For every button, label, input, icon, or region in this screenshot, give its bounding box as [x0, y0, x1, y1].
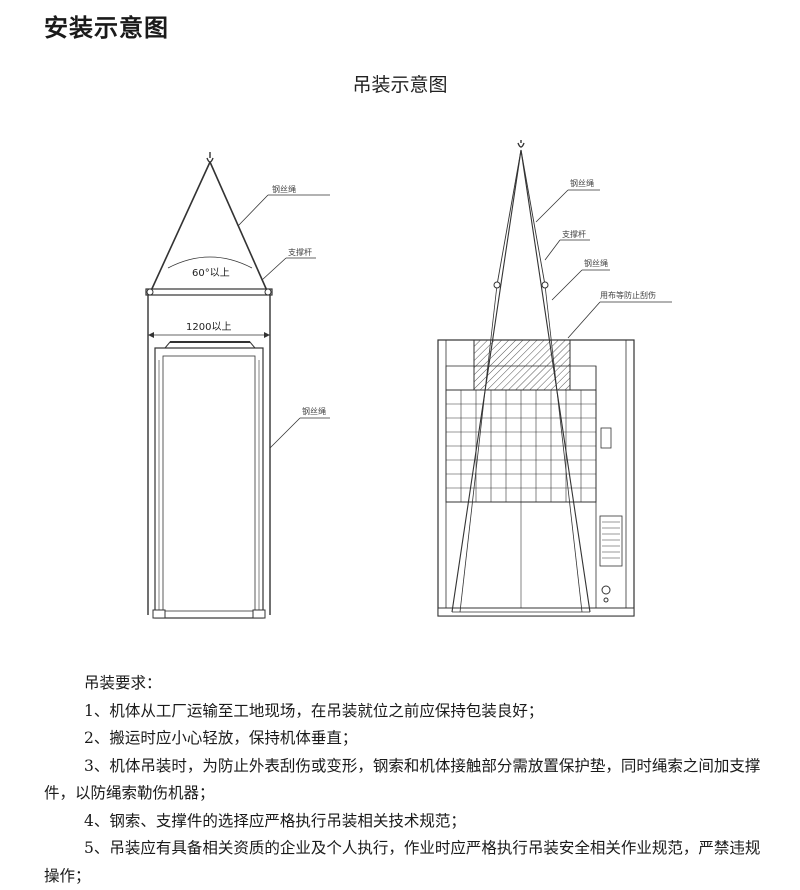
- requirement-item: 5、吊装应有具备相关资质的企业及个人执行，作业时应严格执行吊装安全相关作业规范，…: [44, 839, 761, 885]
- side-view-diagram: [145, 152, 330, 619]
- requirement-item: 3、机体吊装时，为防止外表刮伤或变形，钢索和机体接触部分需放置保护垫，同时绳索之…: [44, 756, 761, 803]
- figure-title: 吊装示意图: [352, 74, 448, 96]
- front-view-diagram: [437, 140, 672, 617]
- requirements-section: 吊装要求： 1、机体从工厂运输至工地现场，在吊装就位之前应保持包装良好； 2、搬…: [44, 670, 764, 890]
- requirement-item: 4、钢索、支撑件的选择应严格执行吊装相关技术规范；: [84, 811, 466, 830]
- requirements-heading: 吊装要求：: [84, 674, 162, 692]
- label-wire-rope-top-right: 钢丝绳: [570, 178, 594, 188]
- label-width-dimension: 1200以上: [186, 321, 231, 333]
- label-angle: 60°以上: [192, 267, 230, 279]
- requirement-item: 2、搬运时应小心轻放，保持机体垂直；: [84, 729, 358, 747]
- label-protective-cloth: 用布等防止刮伤: [600, 290, 656, 300]
- label-support-bar-right: 支撑杆: [562, 229, 586, 239]
- page-title: 安装示意图: [44, 14, 169, 42]
- label-support-bar-left: 支撑杆: [288, 247, 312, 257]
- label-wire-rope-mid-right: 钢丝绳: [584, 258, 608, 268]
- label-wire-rope-bottom-left: 钢丝绳: [302, 406, 326, 416]
- crane-hook-icon: [206, 152, 214, 163]
- requirement-item: 1、机体从工厂运输至工地现场，在吊装就位之前应保持包装良好；: [84, 701, 544, 720]
- lifting-diagram: 钢丝绳 支撑杆 60°以上 1200以上 钢丝绳: [145, 140, 672, 619]
- label-wire-rope-top-left: 钢丝绳: [272, 184, 296, 194]
- crane-hook-icon: [517, 140, 525, 148]
